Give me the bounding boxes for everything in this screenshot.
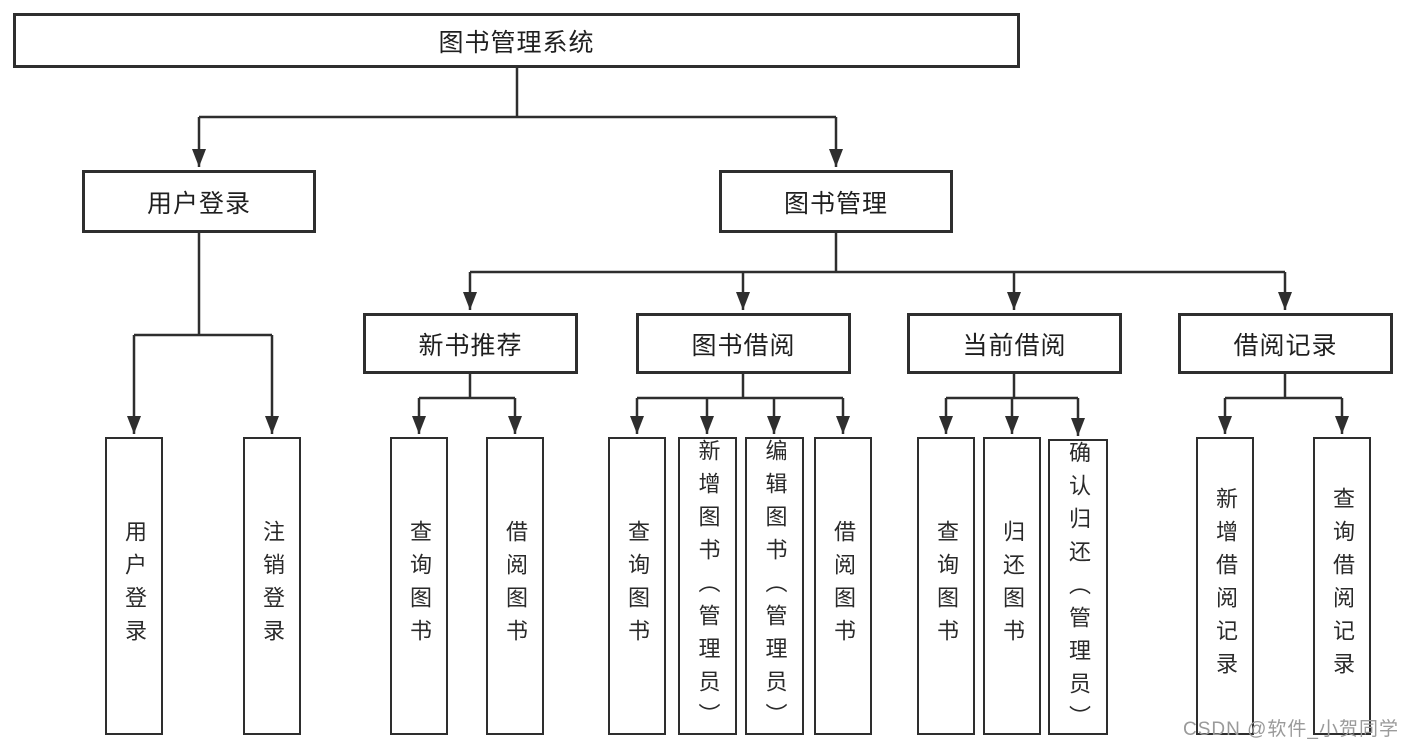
leaf-user-login: 用户登录 [105, 437, 163, 735]
node-label: 查询图书 [407, 520, 432, 652]
leaf-query-borrow-record: 查询借阅记录 [1313, 437, 1371, 735]
node-label: 新书推荐 [418, 331, 523, 360]
node-label: 查询图书 [934, 520, 959, 652]
leaf-logout: 注销登录 [243, 437, 301, 735]
node-label: 用户登录 [146, 189, 251, 218]
leaf-return-book: 归还图书 [983, 437, 1041, 735]
node-label: 注销登录 [260, 520, 285, 652]
node-label: 借阅记录 [1233, 331, 1338, 360]
node-label: 借阅图书 [503, 520, 528, 652]
node-label: 借阅图书 [831, 520, 856, 652]
node-current-borrow: 当前借阅 [907, 313, 1122, 374]
leaf-query-book-borrow: 查询图书 [608, 437, 666, 735]
node-library-management-system: 图书管理系统 [13, 13, 1020, 68]
leaf-add-book-admin: 新增图书（管理员） [678, 437, 737, 736]
node-book-management: 图书管理 [719, 170, 953, 233]
leaf-query-book-current: 查询图书 [917, 437, 975, 735]
leaf-confirm-return-admin: 确认归还（管理员） [1048, 439, 1108, 738]
leaf-borrow-book-recommend: 借阅图书 [486, 437, 544, 735]
node-label: 确认归还（管理员） [1066, 441, 1091, 738]
node-label: 查询图书 [625, 520, 650, 652]
node-new-book-recommend: 新书推荐 [363, 313, 578, 374]
node-user-login: 用户登录 [82, 170, 316, 233]
node-borrow-record: 借阅记录 [1178, 313, 1393, 374]
node-label: 图书借阅 [691, 331, 796, 360]
leaf-query-book-recommend: 查询图书 [390, 437, 448, 735]
node-label: 查询借阅记录 [1330, 487, 1355, 685]
node-label: 新增图书（管理员） [695, 439, 721, 736]
node-label: 用户登录 [122, 520, 147, 652]
leaf-add-borrow-record: 新增借阅记录 [1196, 437, 1254, 735]
leaf-borrow-book: 借阅图书 [814, 437, 872, 735]
node-label: 图书管理系统 [438, 28, 595, 57]
node-label: 归还图书 [1000, 520, 1025, 652]
leaf-edit-book-admin: 编辑图书（管理员） [745, 437, 804, 736]
node-book-borrow: 图书借阅 [636, 313, 851, 374]
node-label: 当前借阅 [962, 331, 1067, 360]
node-label: 编辑图书（管理员） [762, 439, 788, 736]
csdn-watermark: CSDN @软件_小贺同学 [1183, 719, 1399, 740]
node-label: 图书管理 [783, 189, 888, 218]
node-label: 新增借阅记录 [1213, 487, 1238, 685]
